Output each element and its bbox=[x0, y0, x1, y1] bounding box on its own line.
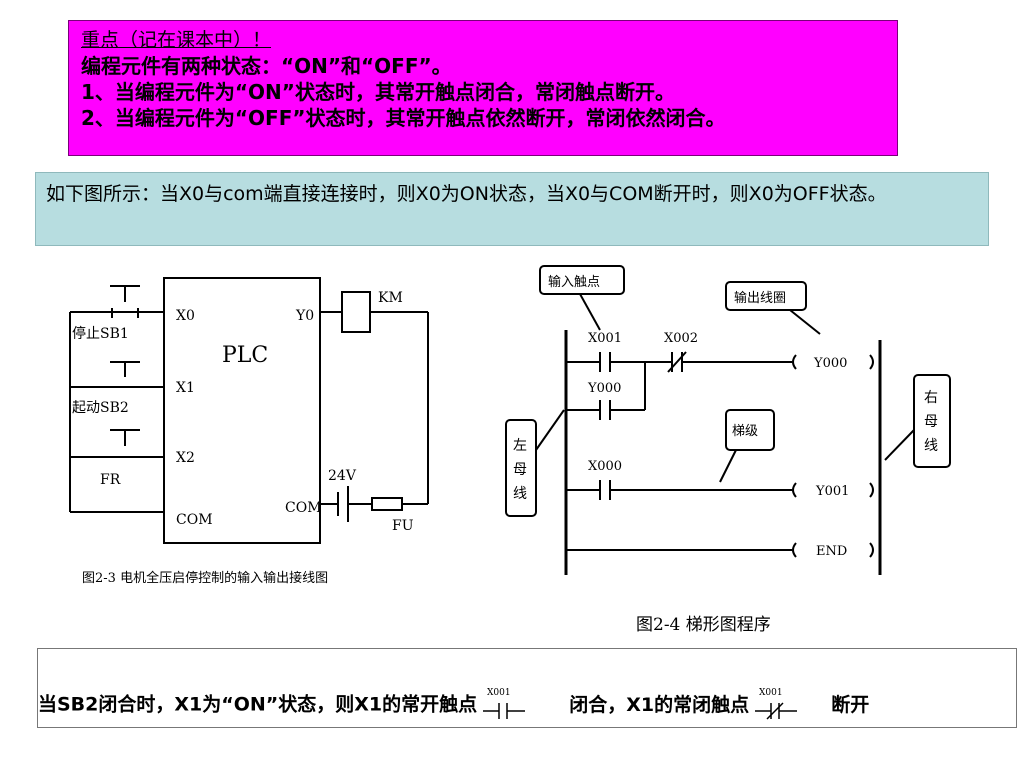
ladder-caption: 图2-4 梯形图程序 bbox=[636, 615, 771, 635]
no-contact-icon-label: X001 bbox=[487, 688, 511, 698]
input-x2-label: X2 bbox=[176, 450, 195, 466]
description-text: 如下图所示：当X0与com端直接连接时，则X0为ON状态，当X0与COM断开时，… bbox=[46, 183, 887, 205]
callout-right-bus-2: 母 bbox=[924, 414, 938, 430]
coil-km-label: KM bbox=[378, 290, 403, 306]
ladder-diagram: X001 X002 Y000 X000 Y000 Y001 END 输入触点 输… bbox=[505, 265, 951, 635]
contact-x001-label: X001 bbox=[588, 331, 622, 346]
coil-y001-label: Y001 bbox=[815, 484, 849, 499]
callout-left-bus-1: 左 bbox=[513, 438, 527, 454]
key-points-line-1: 编程元件有两种状态：“ON”和“OFF”。 bbox=[81, 54, 452, 78]
callout-left-bus-2: 母 bbox=[513, 462, 527, 478]
input-com-label: COM bbox=[176, 512, 213, 528]
bottom-explanation-box: 当SB2闭合时，X1为“ON”状态，则X1的常开触点 X001 闭合，X1的常闭… bbox=[37, 648, 1017, 728]
no-contact-icon: X001 bbox=[483, 685, 527, 725]
callout-output-coil: 输出线圈 bbox=[734, 290, 786, 306]
bottom-part-2: 闭合，X1的常闭触点 bbox=[569, 693, 750, 716]
bottom-part-3: 断开 bbox=[831, 693, 870, 716]
description-box: 如下图所示：当X0与com端直接连接时，则X0为ON状态，当X0与COM断开时，… bbox=[35, 172, 989, 246]
key-points-line-2: 1、当编程元件为“ON”状态时，其常开触点闭合，常闭触点断开。 bbox=[81, 80, 675, 104]
callout-input-contact: 输入触点 bbox=[548, 274, 600, 290]
contact-y000-label: Y000 bbox=[587, 381, 621, 396]
contact-x002-label: X002 bbox=[664, 331, 698, 346]
plc-label: PLC bbox=[222, 343, 268, 368]
contact-x000-label: X000 bbox=[588, 459, 622, 474]
switch-sb2-label: 起动SB2 bbox=[72, 400, 129, 416]
bottom-part-1: 当SB2闭合时，X1为“ON”状态，则X1的常开触点 bbox=[38, 693, 478, 716]
supply-24v-label: 24V bbox=[328, 468, 357, 484]
callout-rung: 梯级 bbox=[732, 424, 758, 439]
output-y0-label: Y0 bbox=[295, 308, 314, 324]
nc-contact-icon: X001 bbox=[755, 685, 799, 725]
coil-y000-label: Y000 bbox=[813, 356, 847, 371]
callout-right-bus-3: 线 bbox=[924, 438, 938, 454]
switch-fr-label: FR bbox=[100, 472, 121, 488]
key-points-title: 重点（记在课本中）！ bbox=[81, 29, 272, 51]
bottom-explanation: 当SB2闭合时，X1为“ON”状态，则X1的常开触点 X001 闭合，X1的常闭… bbox=[38, 685, 869, 725]
wiring-caption: 图2-3 电机全压启停控制的输入输出接线图 bbox=[82, 570, 328, 586]
switch-sb1-label: 停止SB1 bbox=[72, 325, 129, 342]
coil-end-label: END bbox=[816, 544, 847, 559]
callout-right-bus-1: 右 bbox=[924, 390, 938, 406]
callout-left-bus-3: 线 bbox=[513, 486, 527, 502]
input-x1-label: X1 bbox=[176, 380, 195, 396]
input-x0-label: X0 bbox=[176, 308, 195, 324]
plc-box bbox=[163, 277, 321, 544]
nc-contact-icon-label: X001 bbox=[759, 688, 783, 698]
key-points-line-3: 2、当编程元件为“OFF”状态时，其常开触点依然断开，常闭依然闭合。 bbox=[81, 106, 726, 130]
wiring-diagram: X0 X1 X2 COM Y0 COM 停止SB1 起动SB2 FR KM 24… bbox=[69, 277, 429, 586]
key-points-box: 重点（记在课本中）！ 编程元件有两种状态：“ON”和“OFF”。 1、当编程元件… bbox=[68, 20, 898, 156]
fuse-fu-label: FU bbox=[392, 518, 414, 534]
output-com-label: COM bbox=[285, 500, 322, 516]
